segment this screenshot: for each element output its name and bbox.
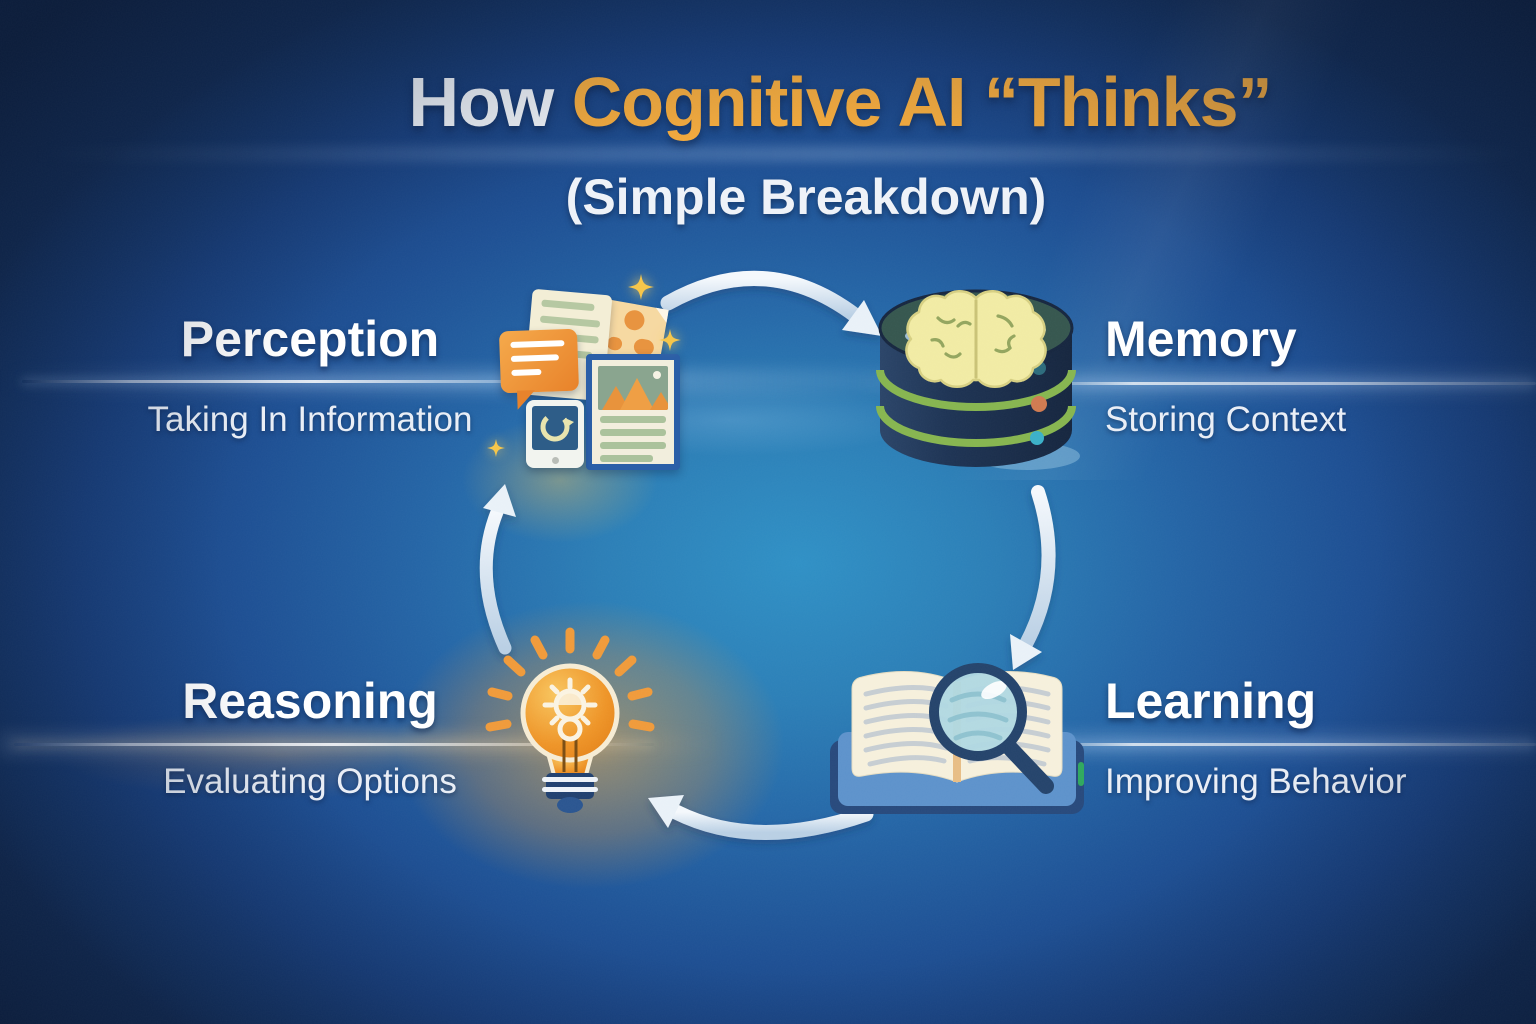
learning-label: Learning <box>1105 673 1317 729</box>
status-dot-orange <box>1031 396 1047 412</box>
text-line <box>511 368 542 376</box>
green-tick-mark <box>1078 762 1084 786</box>
sun-dot <box>653 371 661 379</box>
bulb-base <box>542 773 598 813</box>
device-screen <box>532 406 578 450</box>
title-block: How Cognitive AI “Thinks” <box>72 63 1536 141</box>
lightbulb-gear-icon <box>485 627 655 813</box>
arrow-perception-to-memory <box>660 270 882 336</box>
brain-icon <box>905 290 1047 388</box>
arrow-memory-to-learning <box>1010 485 1056 670</box>
image-document-icon <box>586 354 680 470</box>
home-button <box>551 457 559 464</box>
ring-chart-icon <box>540 412 574 442</box>
text-line <box>510 340 565 348</box>
image-thumbnail <box>598 366 668 410</box>
tablet-chart-icon <box>526 400 584 468</box>
book-magnifier-icon <box>830 663 1084 814</box>
person-head <box>622 308 647 332</box>
memory-description: Storing Context <box>1105 400 1347 439</box>
stage-learning: Learning Improving Behavior <box>1105 676 1536 799</box>
sparkle-icon <box>659 329 681 351</box>
bulb-tip <box>557 797 583 813</box>
text-line <box>541 299 595 312</box>
page-title: How Cognitive AI “Thinks” <box>72 63 1536 141</box>
stage-perception: Perception Taking In Information <box>60 314 560 437</box>
text-line <box>539 315 601 328</box>
chat-bubble-icon <box>498 328 580 410</box>
page-subtitle: (Simple Breakdown) <box>565 169 1047 225</box>
stage-memory: Memory Storing Context <box>1105 314 1536 437</box>
sparkle-icon <box>628 274 654 300</box>
text-line <box>600 455 653 462</box>
database-brain-icon <box>876 289 1080 470</box>
sparkle-icon <box>487 439 505 457</box>
text-line <box>510 354 559 362</box>
perception-description: Taking In Information <box>147 400 473 439</box>
status-dot-teal <box>1030 431 1044 445</box>
learning-description: Improving Behavior <box>1105 762 1407 801</box>
title-prefix: How <box>408 63 555 141</box>
perception-label: Perception <box>180 311 440 367</box>
media-documents-icon <box>486 270 691 482</box>
title-highlight: Cognitive AI “Thinks” <box>571 63 1273 141</box>
text-line <box>600 442 666 449</box>
mountain <box>650 392 668 410</box>
text-line <box>600 429 666 436</box>
text-line <box>600 416 666 423</box>
mountain <box>620 378 654 410</box>
memory-label: Memory <box>1105 311 1297 367</box>
folded-corner <box>653 307 669 323</box>
